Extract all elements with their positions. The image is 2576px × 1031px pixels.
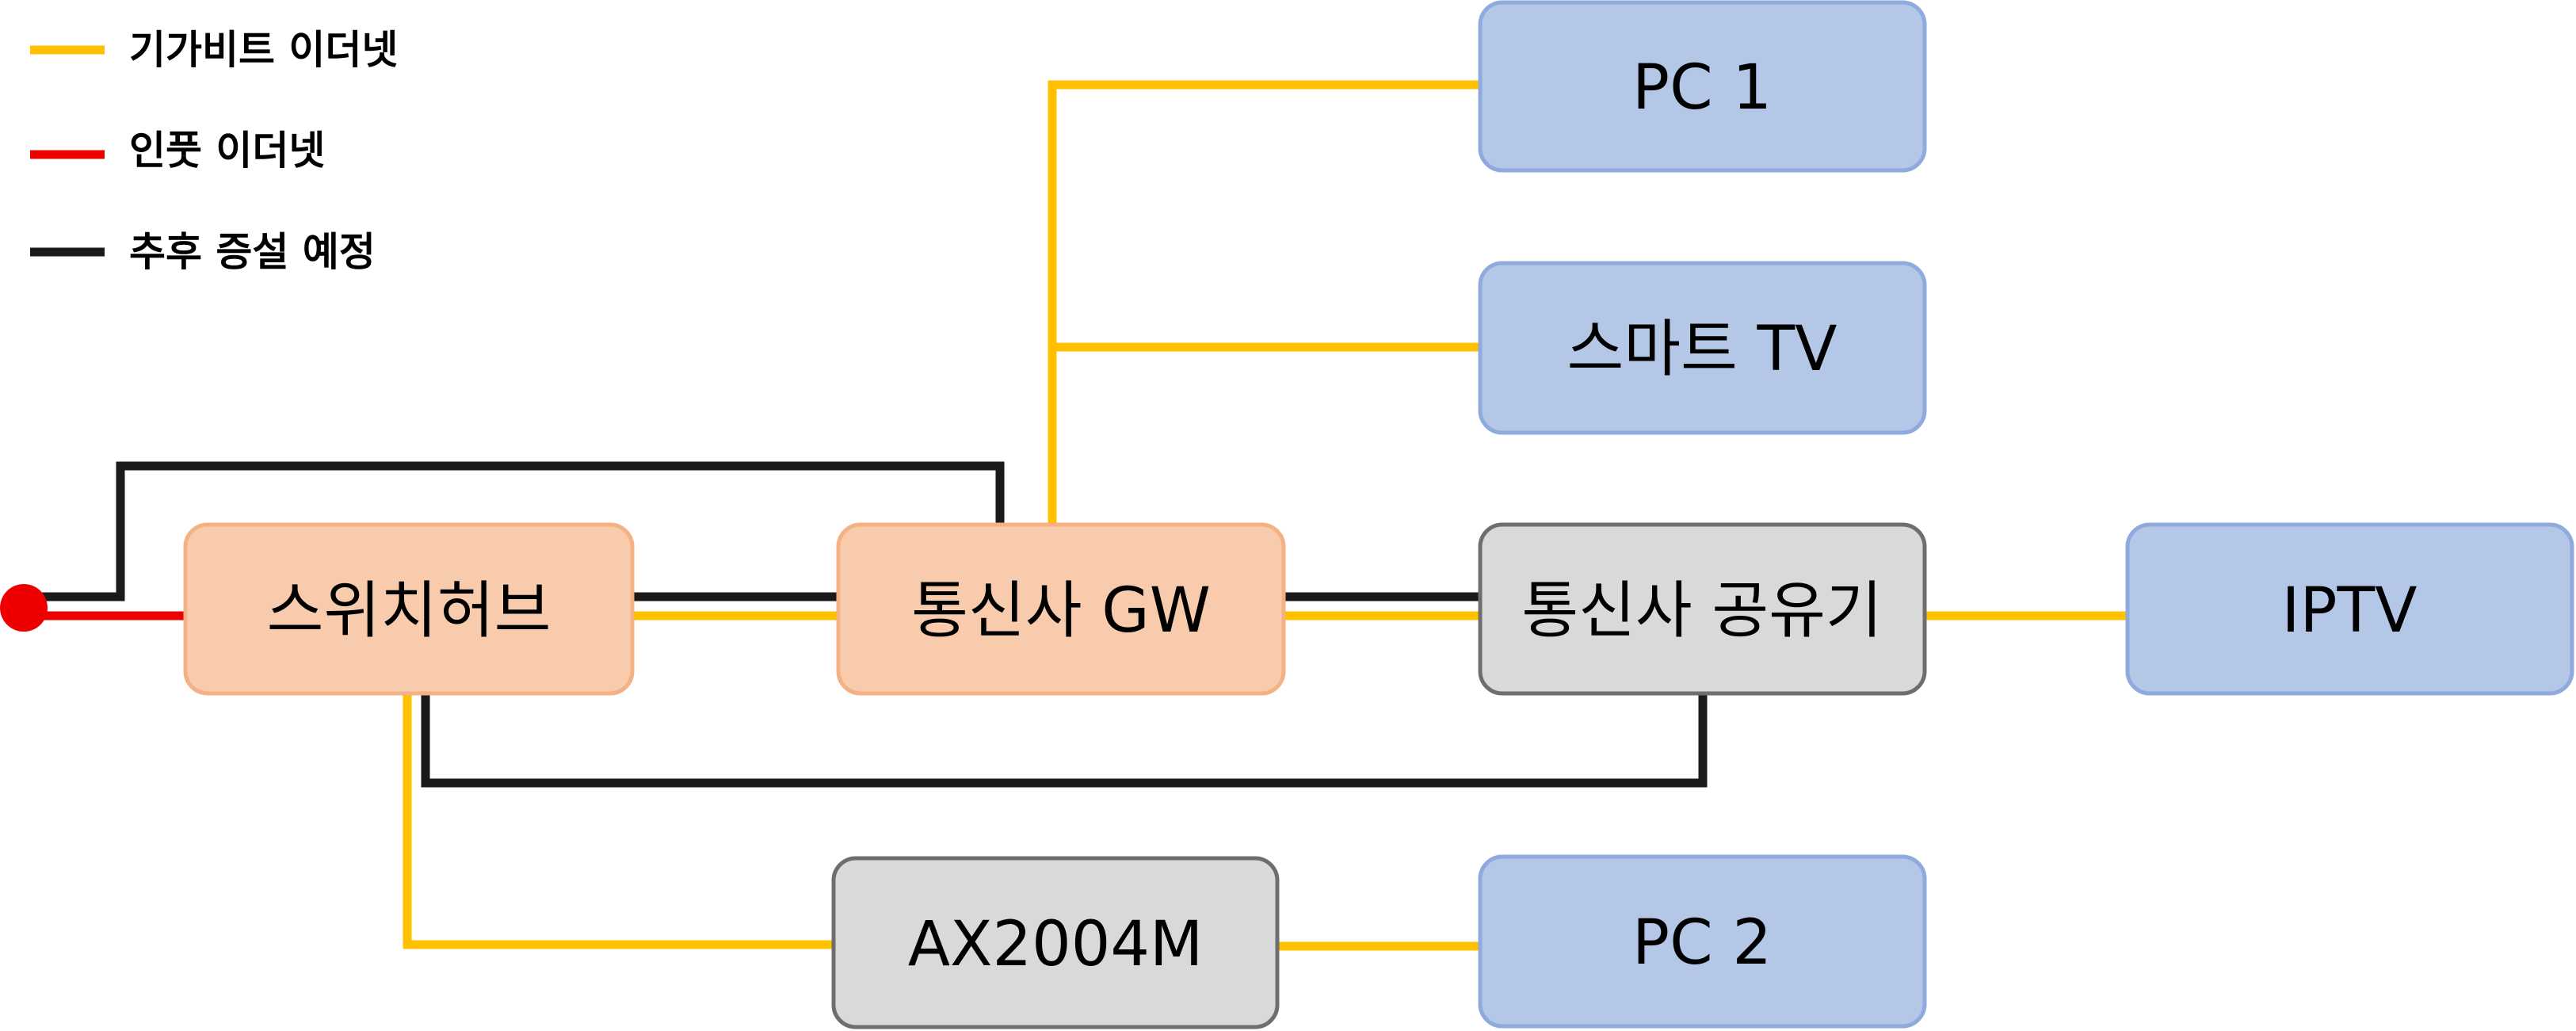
node-ax2004m-box	[831, 856, 1280, 1029]
node-iptv-label: IPTV	[2281, 575, 2417, 647]
node-isp-router-label: 통신사 공유기	[1521, 575, 1882, 647]
node-pc2[interactable]: PC 2	[1478, 854, 1927, 1029]
node-pc1[interactable]: PC 1	[1478, 0, 1927, 173]
legend: 기가비트 이더넷 인풋 이더넷 추후 증설 예정	[30, 27, 398, 275]
node-isp-gw[interactable]: 통신사 GW	[836, 522, 1286, 696]
node-pc1-box	[1478, 0, 1927, 173]
node-ax2004m-label: AX2004M	[908, 909, 1204, 980]
node-switch-hub[interactable]: 스위치허브	[183, 522, 635, 696]
node-isp-router[interactable]: 통신사 공유기	[1478, 522, 1927, 696]
connections	[24, 80, 2128, 951]
node-pc2-label: PC 2	[1632, 907, 1772, 979]
node-isp-router-box	[1478, 522, 1927, 696]
node-iptv-box	[2125, 522, 2574, 696]
node-switch-hub-label: 스위치허브	[267, 575, 551, 647]
node-pc2-box	[1478, 854, 1927, 1029]
node-smart-tv-box	[1478, 261, 1927, 435]
legend-label-input: 인풋 이더넷	[129, 128, 325, 174]
node-ax2004m[interactable]: AX2004M	[831, 856, 1280, 1029]
node-isp-gw-box	[836, 522, 1286, 696]
link-gigabit-switch-ax2004m	[403, 693, 834, 949]
legend-label-future: 추후 증설 예정	[129, 229, 376, 275]
input-endpoint-dot	[0, 584, 48, 632]
link-gigabit-gw-pc1	[1048, 80, 1480, 523]
node-switch-hub-box	[183, 522, 635, 696]
node-smart-tv[interactable]: 스마트 TV	[1478, 261, 1927, 435]
link-future-bottom-loop	[421, 693, 1708, 788]
legend-label-gigabit: 기가비트 이더넷	[129, 27, 398, 73]
node-smart-tv-label: 스마트 TV	[1567, 314, 1837, 385]
link-future-bypass-top	[33, 461, 1005, 601]
node-iptv[interactable]: IPTV	[2125, 522, 2574, 696]
node-pc1-label: PC 1	[1632, 52, 1772, 124]
node-isp-gw-label: 통신사 GW	[911, 575, 1211, 647]
